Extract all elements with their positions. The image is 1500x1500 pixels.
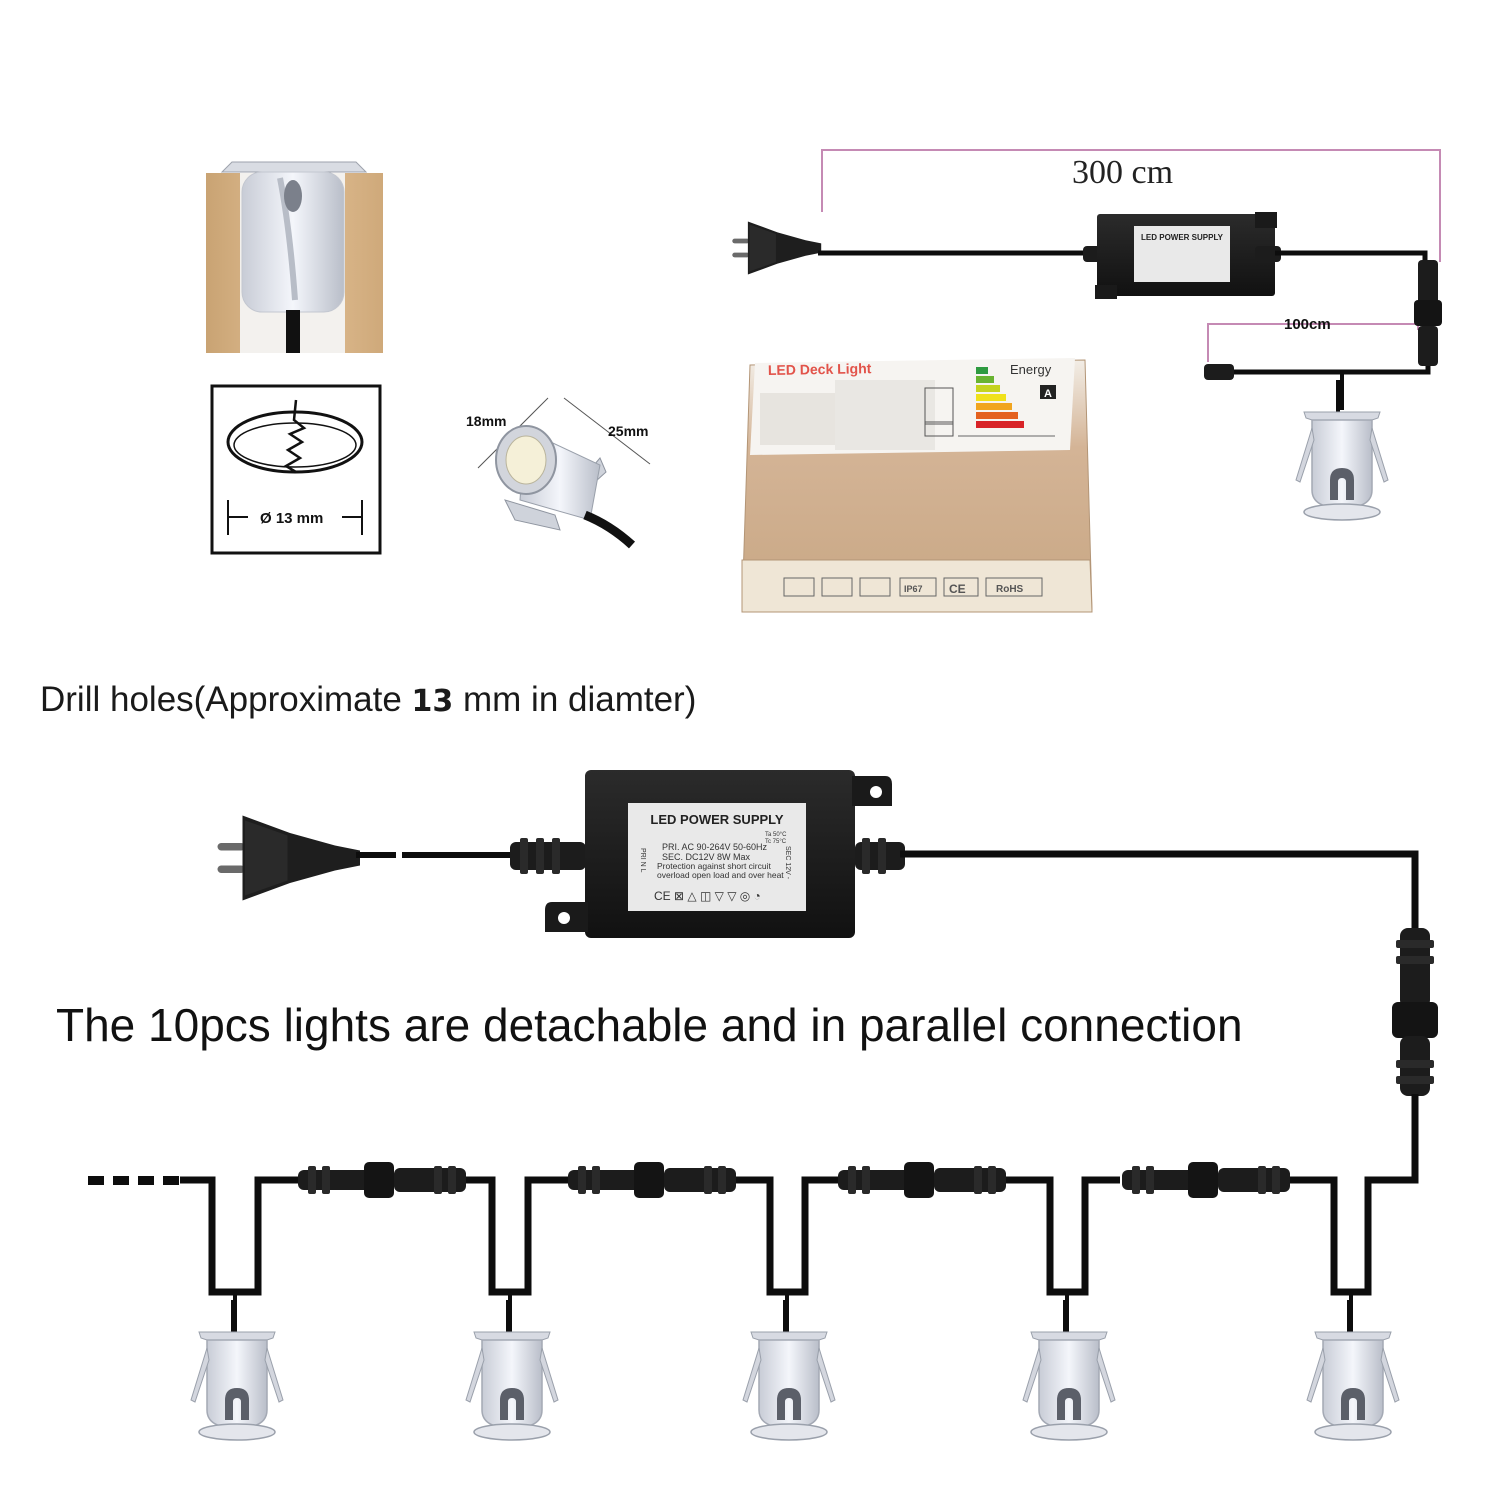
box-mark-rohs: RoHS [996,584,1024,595]
drill-note-number: 13 [411,684,454,719]
psu-ta: Ta 50°C [765,832,787,838]
depth-label: 25mm [608,423,648,439]
extension-length-label: 100cm [1284,316,1331,333]
psu-side-left: PRI N L [639,848,646,873]
cert-icons-text: CE ⊠ △ ◫ ▽ ▽ ◎ ◔ [654,889,761,903]
cable-length-label: 300 cm [1072,154,1173,191]
box-title: LED Deck Light [768,360,872,378]
chain-connector [298,1162,466,1198]
small-psu-title: LED POWER SUPPLY [1141,233,1224,242]
drill-note-prefix: Drill holes(Approximate [40,680,412,719]
product-box [741,358,1093,613]
box-mark-ip67: IP67 [904,584,923,594]
psu-side-right: SEC 12V - [784,846,791,880]
big-plug [217,815,360,901]
drill-note-suffix: mm in diamter) [453,680,697,719]
box-energy-label: Energy [1010,362,1052,377]
psu-pri: PRI. AC 90-264V 50-60Hz [662,842,768,852]
parallel-connection-note: The 10pcs lights are detachable and in p… [56,999,1243,1051]
box-mark-ce: CE [949,582,966,596]
drill-hole-diagram [210,384,382,555]
chain-connector [1122,1162,1290,1198]
small-psu-label [1134,226,1230,282]
psu-protection-2: overload open load and over heat [657,870,784,880]
chain-connector [568,1162,736,1198]
diameter-label: Ø 13 mm [260,510,323,527]
continuation-dots [88,1176,179,1185]
big-psu-label [628,803,806,911]
psu-title: LED POWER SUPPLY [650,812,783,827]
lamp-dimensions [477,397,651,549]
psu-cert-icons: CE ⊠ △ ◫ ▽ ▽ ◎ ◔ [654,889,761,903]
small-connector [1418,260,1438,310]
chain-connector [838,1162,1006,1198]
box-energy-class: A [1044,388,1052,400]
psu-protection-1: Protection against short circuit [657,861,771,871]
psu-sec: SEC. DC12V 8W Max [662,852,751,862]
install-photo [206,161,383,353]
psu-tc: Tc 75°C [765,839,787,845]
small-wiring [732,149,1442,521]
main-wiring [88,770,1438,1441]
drill-hole-note: Drill holes(Approximate 13 mm in diamter… [40,680,696,720]
small-plug [732,221,822,275]
height-label: 18mm [466,413,506,429]
